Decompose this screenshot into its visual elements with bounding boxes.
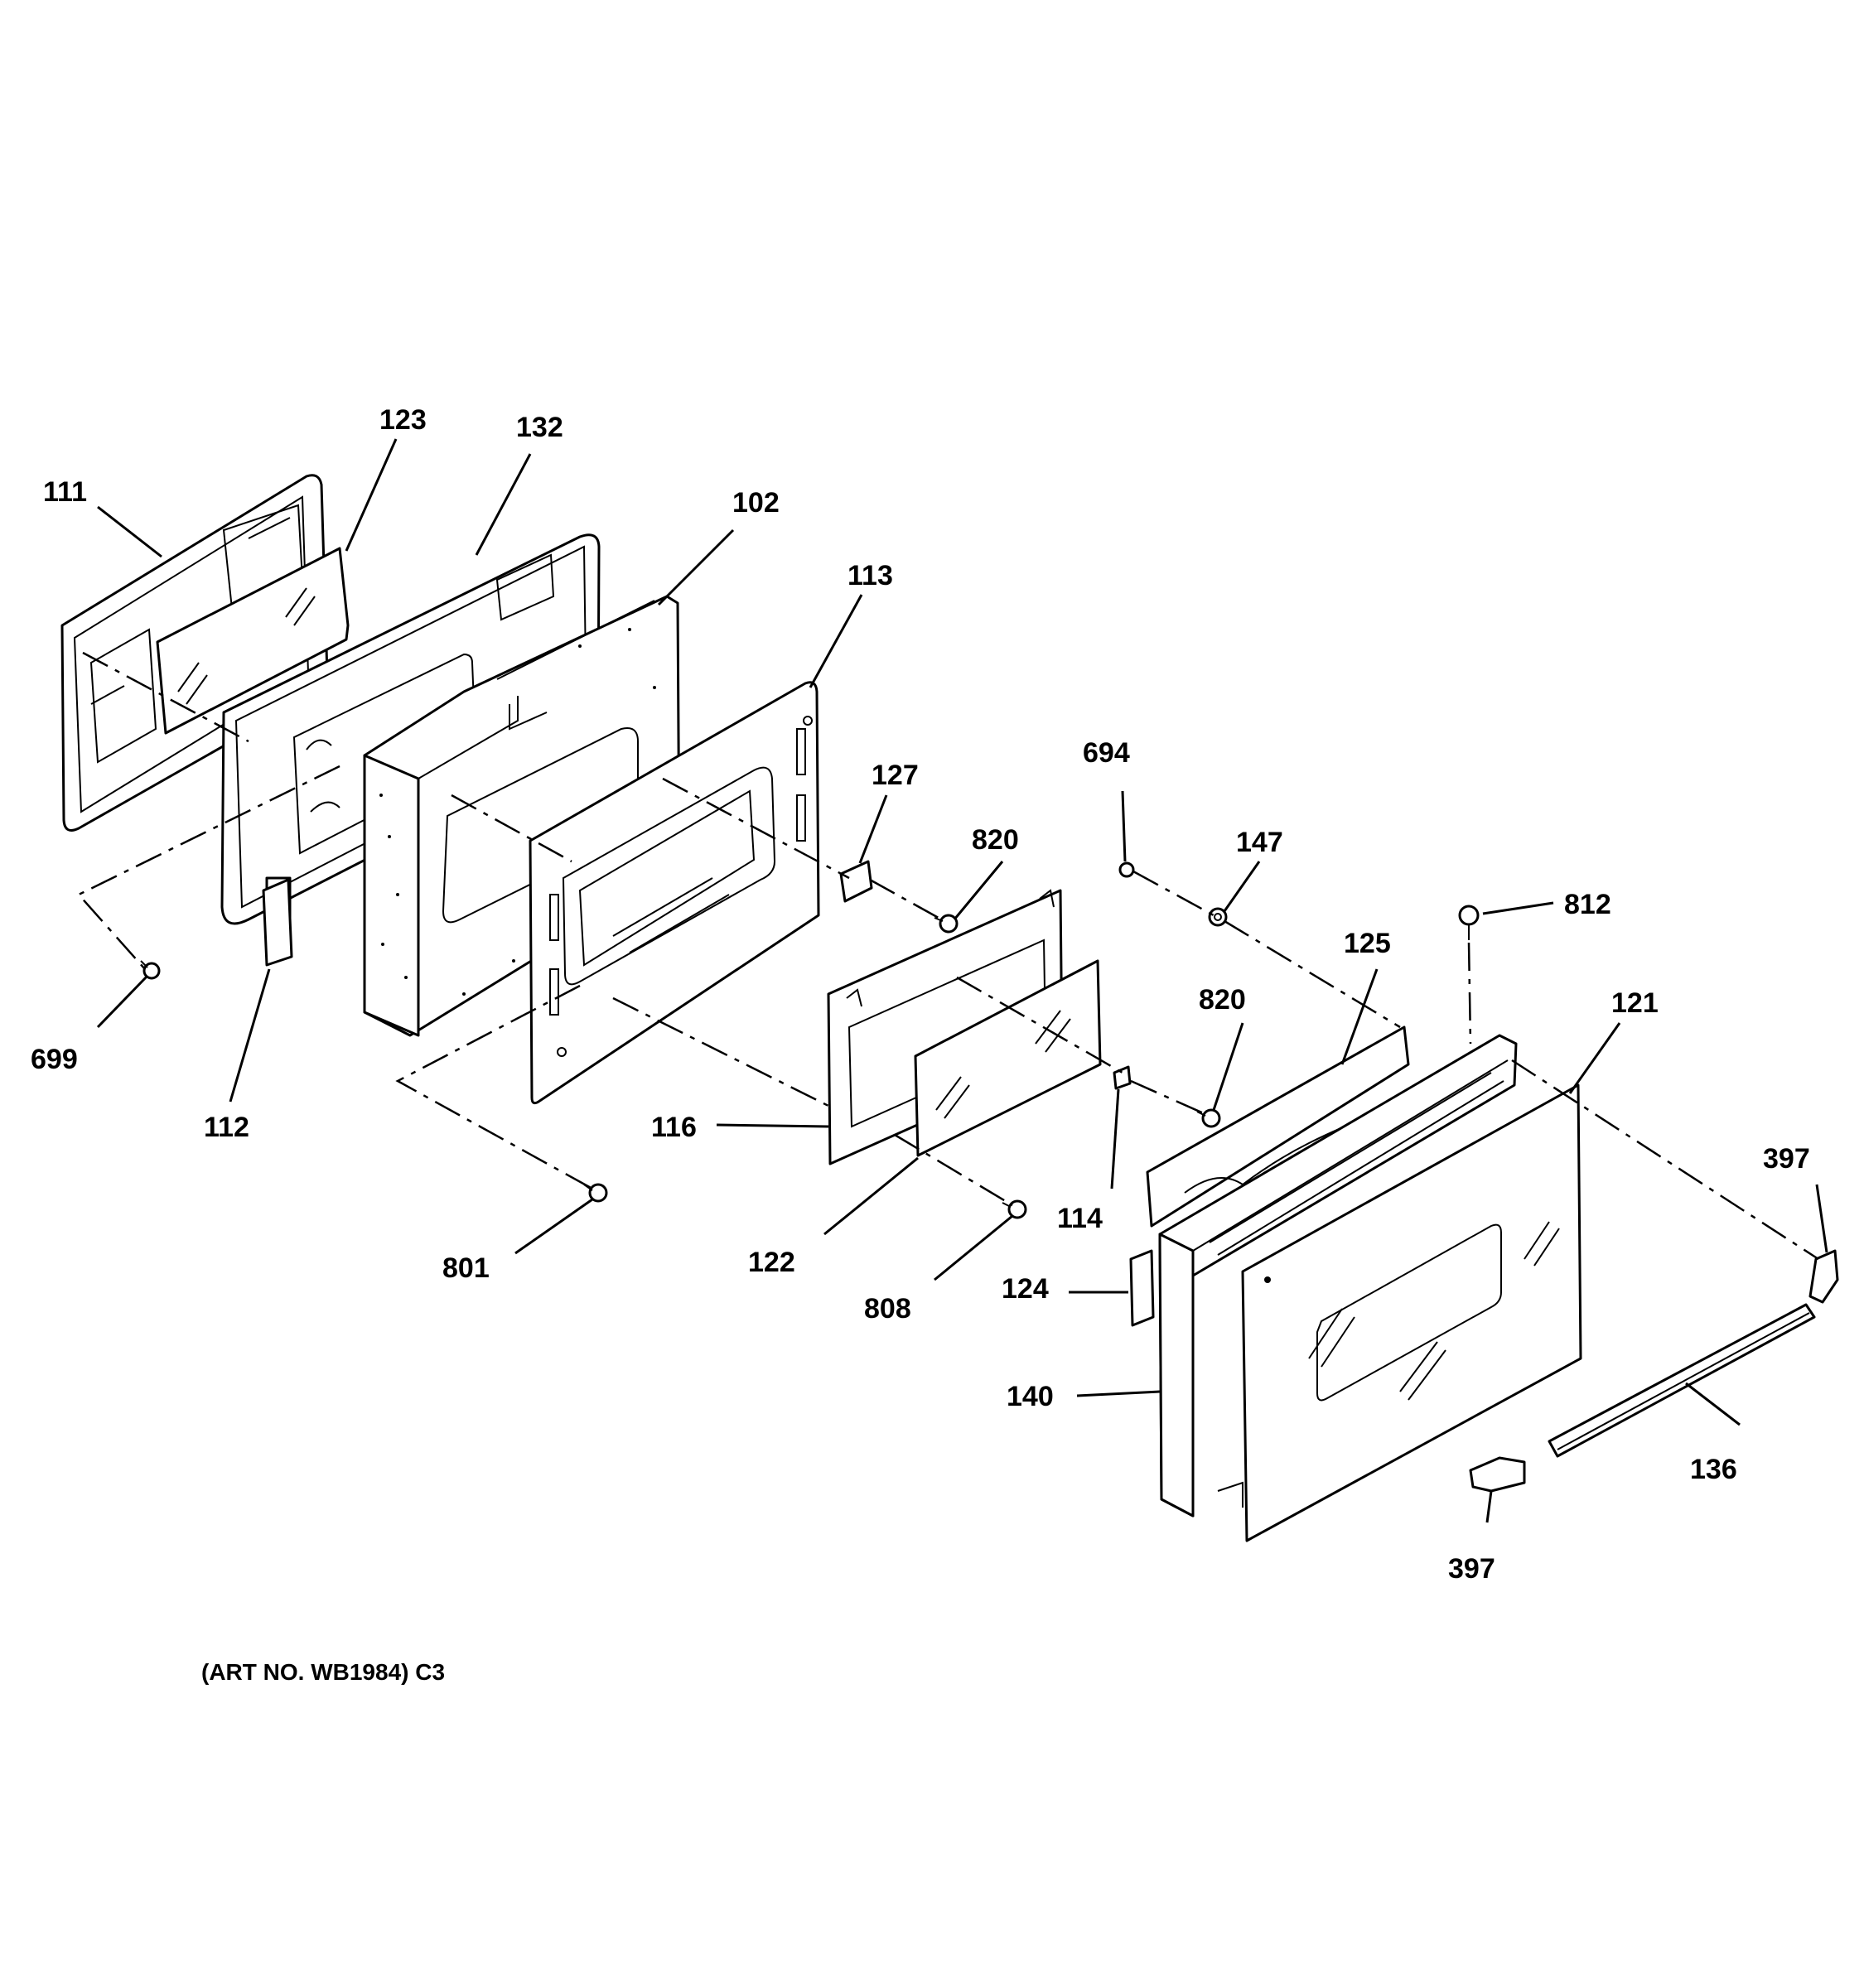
- part-122-window-glass: [914, 959, 1102, 1157]
- callout-694: 694: [1083, 737, 1130, 769]
- callout-labels: 111 123 132 102 113 127 820 694 147 812 …: [31, 404, 1810, 1585]
- callout-123: 123: [379, 404, 427, 436]
- part-140-outer-frame: [1158, 1034, 1518, 1518]
- part-123-inner-glass: [156, 547, 350, 735]
- callout-116: 116: [651, 1112, 697, 1143]
- part-112-hinge: [262, 878, 293, 967]
- callout-147: 147: [1236, 827, 1283, 858]
- callout-699: 699: [31, 1044, 78, 1075]
- callout-122: 122: [748, 1247, 795, 1278]
- callout-113: 113: [847, 560, 893, 591]
- callout-121: 121: [1611, 987, 1659, 1019]
- callout-111: 111: [43, 476, 87, 508]
- callout-114: 114: [1057, 1203, 1103, 1234]
- callout-820-lower: 820: [1199, 984, 1246, 1016]
- callout-801: 801: [442, 1252, 490, 1284]
- callout-140: 140: [1007, 1381, 1054, 1412]
- part-113-inner-panel: [529, 681, 820, 1105]
- part-121-outer-glass: [1241, 1083, 1582, 1542]
- part-136-handle: [1548, 1303, 1816, 1458]
- assembly-lines: [76, 651, 1819, 1261]
- callout-820-upper: 820: [972, 824, 1019, 856]
- part-124-side-trim: [1129, 1249, 1155, 1327]
- part-102-insulation: [363, 595, 681, 1037]
- part-397-end-caps: [1469, 1249, 1839, 1493]
- callout-397-top: 397: [1763, 1143, 1810, 1175]
- leader-lines: [96, 438, 1828, 1523]
- callout-125: 125: [1344, 928, 1391, 959]
- art-number-footer: (ART NO. WB1984) C3: [201, 1659, 445, 1685]
- callout-112: 112: [204, 1112, 249, 1143]
- callout-124: 124: [1002, 1273, 1049, 1305]
- callout-397-bottom: 397: [1448, 1553, 1495, 1585]
- callout-102: 102: [732, 487, 780, 519]
- callout-132: 132: [516, 412, 563, 443]
- callout-136: 136: [1690, 1454, 1737, 1485]
- part-127-clip-plate: [839, 860, 873, 903]
- callout-127: 127: [872, 760, 919, 791]
- callout-808: 808: [864, 1293, 911, 1325]
- hardware-screws: [140, 861, 1480, 1219]
- callout-812: 812: [1564, 889, 1611, 920]
